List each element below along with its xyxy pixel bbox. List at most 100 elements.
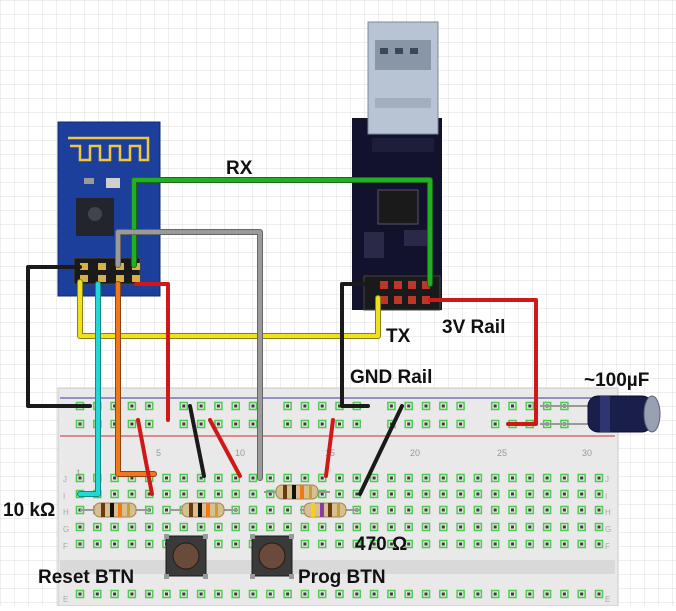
breadboard-hole-ring: [75, 473, 85, 483]
breadboard-hole-ring: [179, 419, 189, 429]
breadboard-hole-ring: [404, 589, 413, 599]
breadboard-hole: [389, 525, 393, 529]
breadboard-hole: [407, 592, 411, 596]
breadboard-hole-ring: [542, 589, 552, 599]
breadboard-hole: [407, 508, 411, 512]
rail-3v-label: 3V Rail: [442, 317, 506, 338]
breadboard-hole: [389, 476, 393, 480]
breadboard-hole: [216, 492, 220, 496]
esp-ground-wire: [26, 265, 92, 408]
resistor-gpio-pullup: [264, 484, 330, 500]
row-letters-right: J I H G F E: [605, 475, 611, 604]
breadboard-hole-ring: [214, 589, 223, 599]
breadboard-hole-ring: [577, 589, 586, 599]
breadboard-hole: [147, 592, 151, 596]
breadboard-hole: [286, 422, 290, 426]
breadboard-hole-ring: [490, 589, 500, 599]
breadboard-hole-ring: [404, 419, 413, 429]
breadboard-hole-ring: [248, 522, 258, 532]
breadboard-hole-ring: [300, 522, 310, 532]
breadboard-hole-ring: [508, 505, 517, 515]
breadboard-hole: [320, 592, 324, 596]
breadboard-hole-ring: [594, 589, 604, 599]
breadboard-hole: [286, 508, 290, 512]
breadboard-hole-ring: [179, 473, 189, 483]
breadboard-hole-ring: [231, 589, 240, 599]
breadboard-hole-ring: [577, 505, 586, 515]
breadboard-hole-ring: [456, 522, 465, 532]
breadboard-hole-ring: [508, 522, 517, 532]
breadboard-hole-ring: [196, 419, 206, 429]
breadboard-hole-ring: [266, 489, 275, 499]
breadboard-hole: [251, 592, 255, 596]
breadboard-hole-ring: [525, 505, 535, 515]
breadboard-hole: [182, 404, 186, 408]
esp-antenna-trace: [68, 136, 150, 162]
breadboard-hole: [113, 492, 117, 496]
svg-text:G: G: [63, 525, 69, 534]
breadboard-hole-ring: [387, 539, 396, 549]
breadboard-hole-ring: [196, 522, 206, 532]
breadboard-hole-ring: [162, 589, 171, 599]
breadboard-hole-ring: [456, 505, 465, 515]
breadboard-hole-ring: [490, 505, 500, 515]
rx-label: RX: [226, 158, 253, 179]
breadboard-hole: [303, 476, 307, 480]
breadboard-hole-ring: [490, 522, 500, 532]
breadboard-hole-ring: [508, 489, 517, 499]
breadboard-hole: [216, 592, 220, 596]
column-number-5: 5: [156, 448, 161, 458]
breadboard-hole-ring: [560, 522, 569, 532]
breadboard-hole: [320, 476, 324, 480]
breadboard-hole-ring: [196, 401, 206, 411]
breadboard-hole: [130, 592, 134, 596]
breadboard-hole-ring: [317, 419, 327, 429]
breadboard-hole-ring: [369, 489, 379, 499]
breadboard-hole-ring: [387, 401, 396, 411]
breadboard-hole: [165, 492, 168, 496]
breadboard-hole-ring: [214, 539, 223, 549]
svg-text:F: F: [63, 542, 68, 551]
rail-3v-wire: [428, 298, 538, 426]
breadboard-hole-ring: [508, 401, 517, 411]
breadboard-hole: [476, 592, 480, 596]
breadboard-hole-ring: [508, 473, 517, 483]
breadboard-hole-ring: [179, 589, 189, 599]
breadboard-hole: [372, 508, 376, 512]
breadboard-hole: [165, 525, 168, 529]
breadboard-hole-ring: [93, 522, 102, 532]
breadboard-hole-ring: [439, 489, 448, 499]
breadboard-hole: [511, 492, 514, 496]
breadboard-hole: [113, 592, 117, 596]
breadboard-hole: [303, 542, 307, 546]
breadboard-hole: [95, 525, 99, 529]
reset-button-label: Reset BTN: [38, 567, 135, 588]
breadboard-hole-ring: [542, 505, 552, 515]
breadboard-hole-ring: [560, 589, 569, 599]
breadboard-hole-ring: [335, 489, 344, 499]
breadboard-hole-ring: [317, 489, 327, 499]
breadboard-hole: [234, 492, 238, 496]
breadboard-hole: [424, 508, 428, 512]
resistor-prog-pullup: [170, 502, 238, 518]
breadboard-hole-ring: [300, 473, 310, 483]
breadboard-hole-ring: [577, 522, 586, 532]
breadboard-hole-ring: [421, 539, 431, 549]
breadboard-hole: [286, 476, 290, 480]
breadboard-hole: [355, 492, 359, 496]
breadboard-hole-ring: [577, 489, 586, 499]
capacitor-label: ~100µF: [584, 370, 650, 391]
column-number-10: 10: [235, 448, 245, 458]
breadboard-hole-ring: [317, 589, 327, 599]
breadboard-hole-ring: [525, 522, 535, 532]
breadboard-hole: [130, 404, 134, 408]
breadboard-hole: [251, 525, 255, 529]
breadboard-hole: [165, 476, 168, 480]
breadboard-hole: [130, 422, 134, 426]
breadboard-hole: [407, 422, 411, 426]
breadboard-hole: [130, 542, 134, 546]
svg-text:H: H: [63, 508, 69, 517]
breadboard-hole: [511, 508, 514, 512]
breadboard-hole: [459, 525, 463, 529]
